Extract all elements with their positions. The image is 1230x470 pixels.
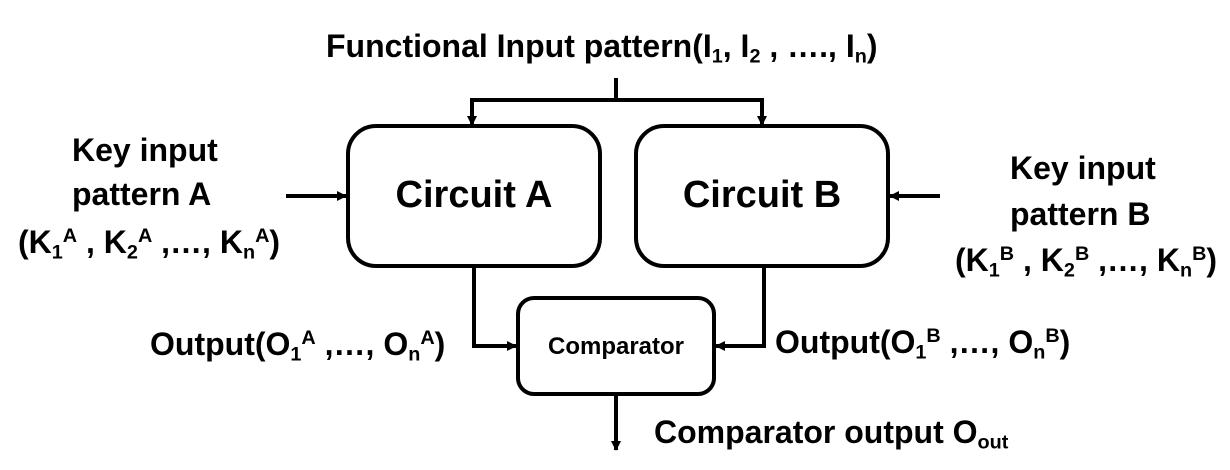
output-b-label: Output(O1B ,…, OnB) [775,324,1071,364]
circuit-a-box [346,124,602,268]
output-a-label: Output(O1A ,…, OnA) [150,326,446,366]
comparator-label: Comparator [547,333,685,360]
key-input-b-line2: pattern B [1010,196,1151,232]
circuit-b-output-line [715,268,766,351]
functional-input-label: Functional Input pattern(I1, I2 , …., In… [326,28,878,68]
comparator-output-label: Comparator output Oout [654,414,1009,454]
key-input-b-terms: (K1B , K2B ,…, KnB) [955,242,1218,282]
key-input-b-line1: Key input [1010,150,1156,186]
comparator-box [516,296,716,396]
circuit-a-output-line [472,268,517,351]
key-input-a-line2: pattern A [72,176,212,212]
key-input-a-terms: (K1A , K2A ,…, KnA) [18,224,281,264]
key-input-a-line1: Key input [72,132,218,168]
circuit-b-box [634,124,890,268]
circuit-a-label: Circuit A [395,174,553,216]
circuit-b-label: Circuit B [682,174,842,216]
